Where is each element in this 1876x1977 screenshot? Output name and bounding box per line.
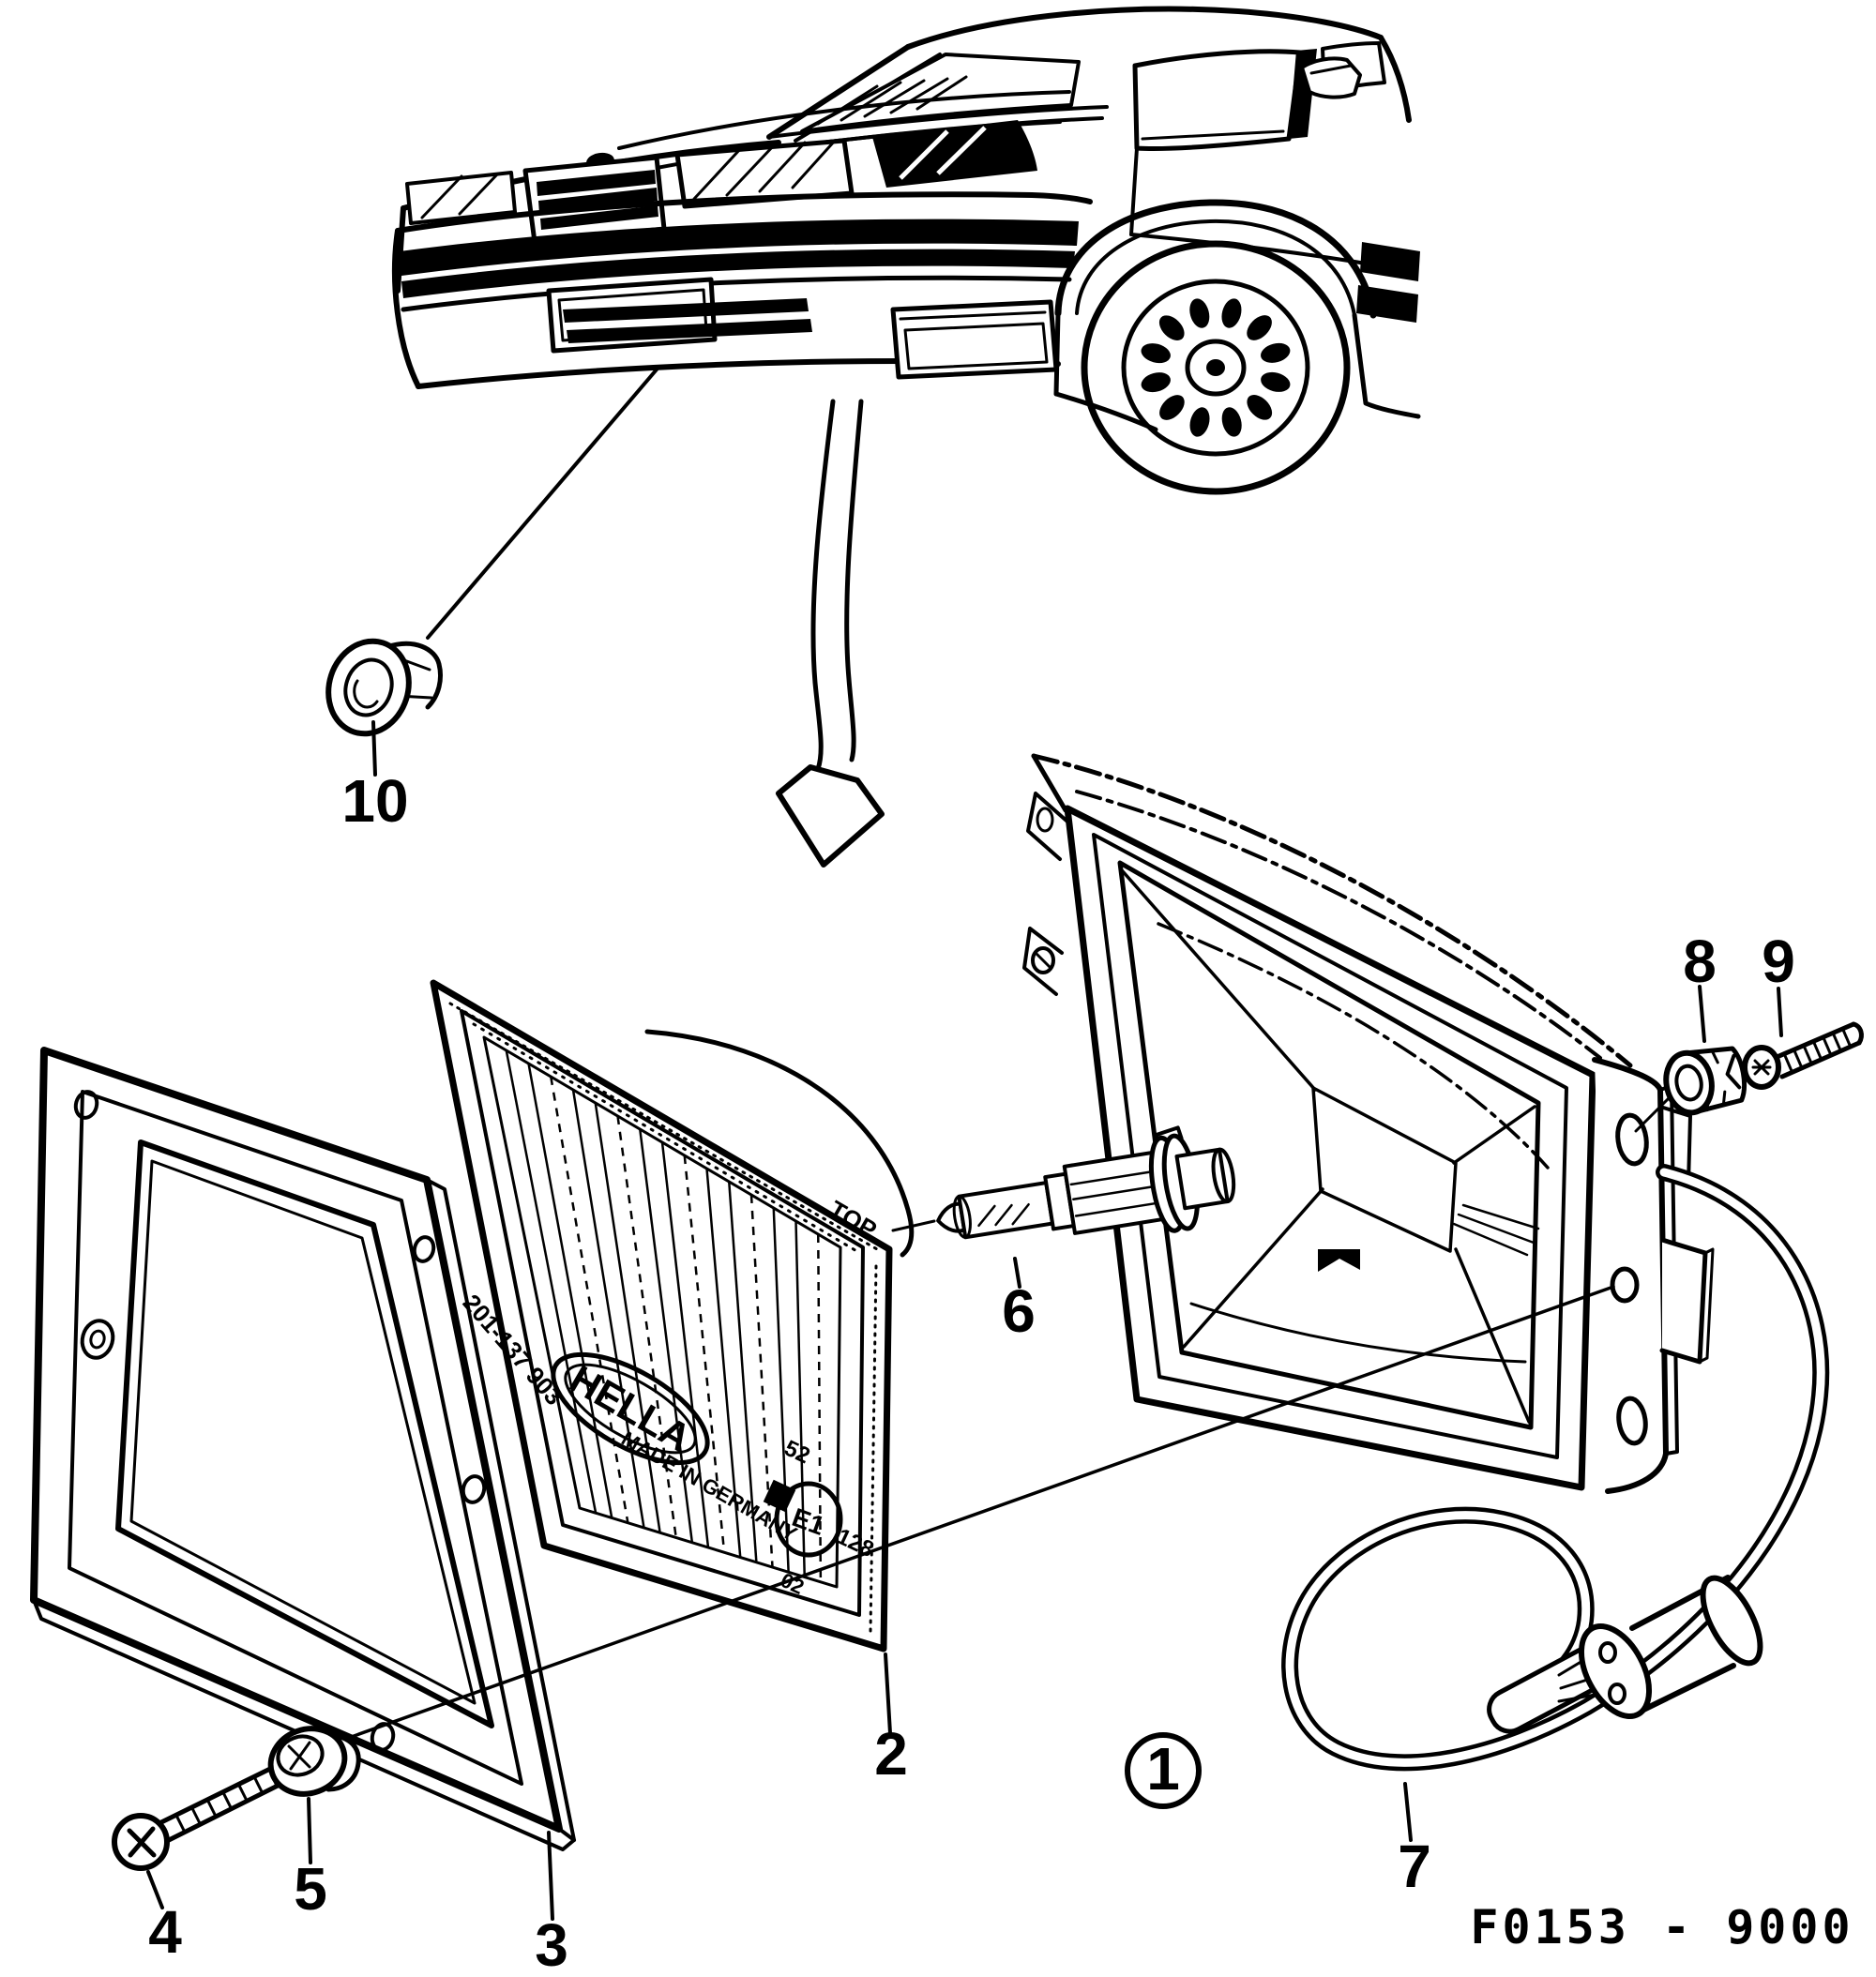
drawing-code: F0153 - 9000 [1470,1900,1853,1954]
callout-1-circle [1125,1732,1202,1809]
front-wheel [1053,199,1421,495]
bulb-and-socket: 6 [644,1029,1236,1345]
adjuster-fasteners: 8 9 [1634,928,1864,1133]
callout-2-label: 2 [874,1720,908,1788]
lamp-housing [1022,753,1715,1494]
assembly-callout: 1 [1125,1732,1202,1809]
headlamp [405,120,1037,225]
side-mirror [1300,56,1362,99]
callout-6-label: 6 [1002,1277,1036,1345]
adjuster-screw [1742,1021,1864,1090]
screw9-threads [1783,1028,1852,1073]
callout-1-label: 1 [1146,1735,1180,1803]
plastic-nut [1663,1046,1747,1116]
frame-bezel: 3 [30,1047,576,1977]
callout-9-label: 9 [1762,928,1795,995]
callout-3-label: 3 [535,1911,568,1977]
wiring-harness: 7 [1281,1164,1830,1900]
callout-4-label: 4 [148,1898,182,1966]
housing-notch [1318,1249,1360,1272]
wheel-holes [1141,298,1291,437]
screw4-threads [174,1775,265,1834]
part-10-expansion-nut: 10 [325,368,658,835]
screw-and-grommet: 4 5 [112,1726,361,1966]
grille [522,155,667,245]
callout-8-label: 8 [1683,928,1717,995]
lens: TOP HELLA MADE IN GERMANY 201-137 903 E1… [430,979,908,1788]
arrowhead [776,764,885,868]
mounting-plate [1592,1057,1715,1494]
callout-5-label: 5 [294,1855,327,1923]
connector [1578,1575,1763,1720]
windshield-hatch [816,75,968,126]
pointer-arrow [776,399,885,868]
front-bumper [392,191,1093,389]
lens-flutes [505,1049,823,1582]
assembly-axis-line [328,1285,1615,1746]
car-illustration [392,6,1421,495]
callout-7-label: 7 [1398,1833,1431,1900]
callout-10-label: 10 [341,767,408,835]
